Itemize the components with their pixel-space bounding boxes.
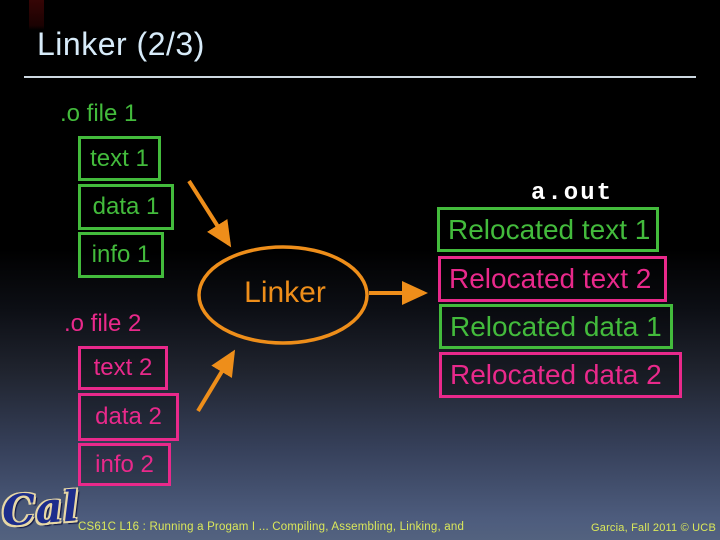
obj-file-1-label: .o file 1 (60, 100, 138, 127)
relocated-data-1-box: Relocated data 1 (439, 304, 673, 349)
relocated-text-1-box: Relocated text 1 (437, 207, 659, 252)
footer-course-text: CS61C L16 : Running a Progam I ... Compi… (78, 521, 465, 533)
linker-label: Linker (244, 276, 326, 309)
relocated-text-2-box: Relocated text 2 (438, 256, 667, 302)
footer-credit-text: Garcia, Fall 2011 © UCB (591, 522, 716, 534)
info-2-box: info 2 (78, 443, 171, 486)
page-title: Linker (2/3) (37, 26, 205, 62)
arrow-file2-to-linker (196, 349, 236, 413)
text-1-box: text 1 (78, 136, 161, 181)
obj-file-2-label: .o file 2 (64, 310, 142, 337)
title-underline (24, 76, 696, 78)
info-1-box: info 1 (78, 232, 164, 278)
cal-logo: Cal (0, 481, 81, 536)
data-1-box: data 1 (78, 184, 174, 230)
arrow-file1-to-linker (187, 179, 232, 248)
text-2-box: text 2 (78, 346, 168, 390)
aout-label: a.out (530, 180, 613, 207)
relocated-data-2-box: Relocated data 2 (439, 352, 682, 398)
data-2-box: data 2 (78, 393, 179, 441)
top-left-red-bar (29, 0, 44, 30)
